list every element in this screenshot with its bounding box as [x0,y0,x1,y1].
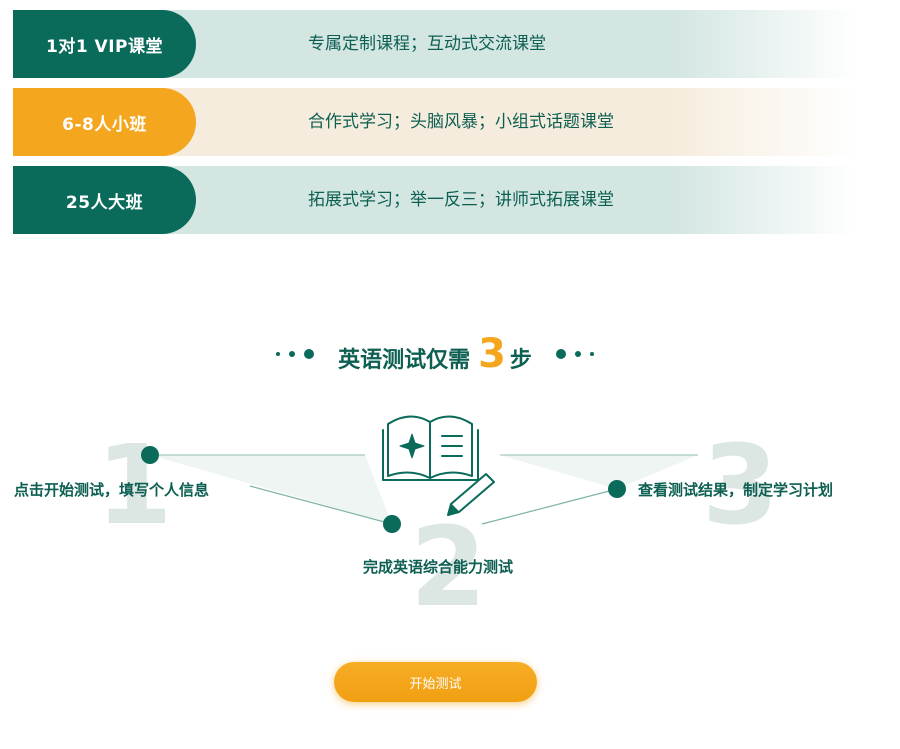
title-dots-left [276,349,315,359]
step-label-1: 点击开始测试，填写个人信息 [14,481,210,499]
step-number-1: 1 [96,421,173,549]
class-description: 拓展式学习；举一反三；讲师式拓展课堂 [308,190,614,210]
dot [574,351,581,357]
steps-connector [141,415,698,533]
dot [276,352,281,356]
step-dot-2 [383,515,401,533]
step-dot-3 [608,480,626,498]
title-dots-right [555,349,594,359]
class-row-large: 25人大班 拓展式学习；举一反三；讲师式拓展课堂 [13,166,858,234]
step-number-3: 3 [702,421,779,549]
heading-suffix: 步 [509,348,532,373]
step-number-2: 2 [410,503,487,631]
class-description: 专属定制课程；互动式交流课堂 [308,34,546,54]
dot [555,349,566,359]
step-label-3: 查看测试结果，制定学习计划 [638,481,834,499]
class-name-badge: 25人大班 [13,166,196,234]
connector-line [481,488,618,525]
section-heading: 英语测试仅需 3 步 [338,334,532,374]
class-row-small: 6-8人小班 合作式学习；头脑风暴；小组式话题课堂 [13,88,858,156]
dot [589,352,594,356]
section-title: 英语测试仅需 3 步 [0,326,870,382]
connector-line [249,485,393,525]
class-description: 合作式学习；头脑风暴；小组式话题课堂 [308,112,614,132]
class-name-badge: 6-8人小班 [13,88,196,156]
class-row-vip: 1对1 VIP课堂 专属定制课程；互动式交流课堂 [13,10,858,78]
step-dot-1 [141,446,159,464]
book-pencil-icon [382,415,495,516]
steps-diagram: 1 2 3 点击开始测试，填写个人信息 完成英语 [0,400,900,630]
dot [289,351,296,357]
class-name-badge: 1对1 VIP课堂 [13,10,196,78]
start-test-button[interactable]: 开始测试 [334,662,537,702]
triangle-left [150,455,392,524]
triangle-right [500,455,698,489]
heading-number: 3 [478,331,506,377]
dot [304,349,315,359]
step-label-2: 完成英语综合能力测试 [363,558,514,576]
heading-prefix: 英语测试仅需 [338,348,471,373]
